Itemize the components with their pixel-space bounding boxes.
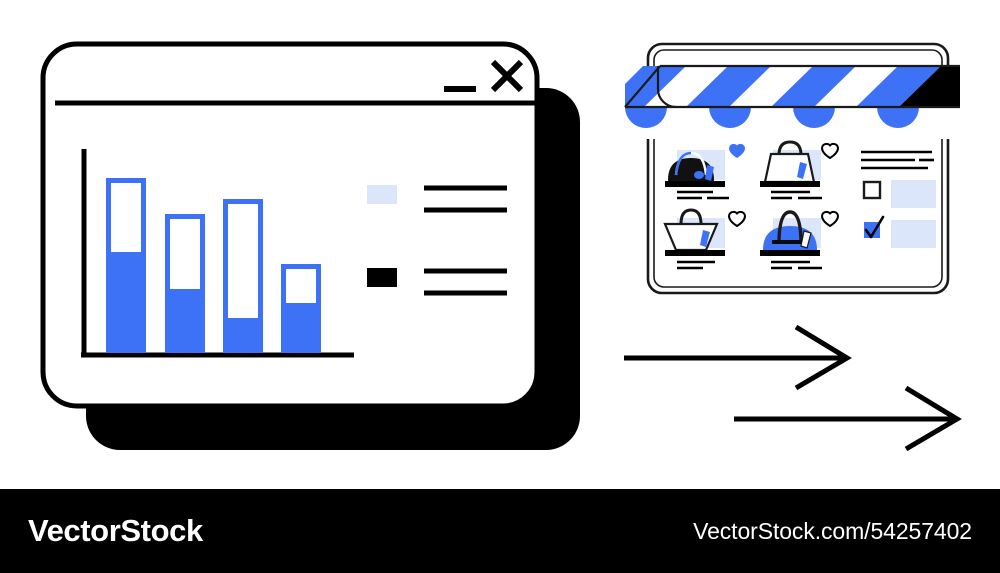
awning-stripes xyxy=(625,66,941,107)
handbag-zip xyxy=(772,240,802,244)
price-tag xyxy=(797,162,807,179)
chart-bar-4-fill xyxy=(281,303,321,353)
chart-bar-1-outline xyxy=(106,178,146,257)
chart-bar-4 xyxy=(281,264,321,353)
handbag-handle xyxy=(777,140,803,156)
favorite-icon[interactable] xyxy=(729,143,745,158)
price-tag xyxy=(700,230,710,247)
favorite-icon[interactable] xyxy=(820,142,840,160)
arrow-group xyxy=(624,324,962,452)
legend-swatch-light xyxy=(367,185,397,204)
handbag-handle-accent xyxy=(674,151,692,176)
handbag-body xyxy=(763,152,816,184)
filter-block xyxy=(891,220,936,248)
product-shelf xyxy=(665,250,725,256)
sidebar-heading xyxy=(861,150,934,170)
chart-bar-3-outline xyxy=(223,199,263,323)
chart-bar-4-outline xyxy=(281,264,321,308)
check-icon xyxy=(864,215,885,239)
window-controls[interactable] xyxy=(444,59,524,93)
product-shelf xyxy=(760,181,820,187)
handbag-handle xyxy=(679,208,703,225)
product-shelf xyxy=(665,181,725,187)
analytics-window[interactable] xyxy=(40,41,580,450)
close-icon[interactable] xyxy=(490,59,524,93)
shop-product-grid[interactable] xyxy=(663,140,840,270)
legend-swatch-dark xyxy=(367,268,397,287)
chart-legend xyxy=(367,185,507,296)
brand-wordmark: VectorStock xyxy=(28,513,203,548)
filter-row-unchecked[interactable] xyxy=(862,180,936,208)
handbag-clasp xyxy=(694,171,704,179)
shop-window-frame-inner xyxy=(653,49,943,288)
footer-bar: VectorStock VectorStock.com/54257402 xyxy=(0,489,1000,573)
product-card[interactable] xyxy=(760,140,840,200)
product-card[interactable] xyxy=(663,208,747,270)
illustration-canvas xyxy=(40,41,962,452)
legend-item-1 xyxy=(367,185,507,213)
favorite-icon[interactable] xyxy=(820,210,840,228)
bar-chart xyxy=(81,149,354,358)
favorite-icon[interactable] xyxy=(727,210,747,228)
shop-sidebar[interactable] xyxy=(861,150,936,248)
lower-arrow xyxy=(734,385,962,452)
upper-arrow xyxy=(624,324,852,391)
legend-item-2 xyxy=(367,268,507,296)
chart-bar-3 xyxy=(223,199,263,353)
chart-bar-2-outline xyxy=(165,214,205,294)
awning-end-cap xyxy=(899,66,960,107)
shop-awning xyxy=(624,64,960,139)
arrow-head xyxy=(904,385,962,452)
shop-window[interactable] xyxy=(624,42,960,295)
product-card[interactable] xyxy=(760,210,840,270)
chart-bar-1 xyxy=(106,178,146,353)
chart-bar-3-fill xyxy=(223,318,263,353)
product-card[interactable] xyxy=(665,143,745,200)
product-shelf xyxy=(760,250,820,256)
checkbox-unchecked[interactable] xyxy=(862,180,882,200)
chart-bar-2 xyxy=(165,214,205,353)
chart-bar-1-fill xyxy=(106,252,146,353)
chart-bar-2-fill xyxy=(165,289,205,353)
awning-scallops xyxy=(625,107,960,139)
price-tag xyxy=(800,230,812,249)
price-tag xyxy=(705,165,714,181)
asset-url: VectorStock.com/54257402 xyxy=(693,517,972,544)
filter-block xyxy=(891,180,936,208)
vector-illustration xyxy=(40,41,962,452)
handbag-handle xyxy=(777,210,803,245)
arrow-head xyxy=(794,324,852,391)
filter-row-checked[interactable] xyxy=(864,215,936,248)
